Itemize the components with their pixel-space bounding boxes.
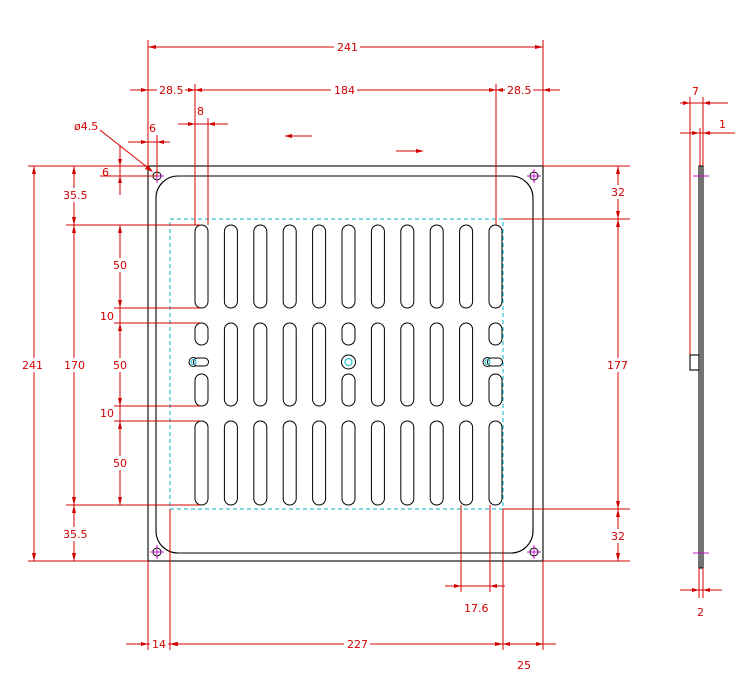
keyhole-slot xyxy=(487,357,503,367)
vent-slot xyxy=(341,420,356,506)
vent-slot xyxy=(488,420,503,506)
vent-slot xyxy=(312,322,327,407)
vent-slot xyxy=(400,322,415,407)
vent-slot xyxy=(429,224,444,309)
vent-slot xyxy=(400,420,415,506)
dim-side-7: 7 xyxy=(692,85,699,98)
dim-hole-offset-y: 6 xyxy=(102,166,109,179)
dim-overall-width: 241 xyxy=(337,41,358,54)
keyhole-center xyxy=(344,358,353,366)
dim-hole-offset-x: 6 xyxy=(149,122,156,135)
vent-slot xyxy=(194,373,209,407)
vent-slot xyxy=(400,224,415,309)
vent-slot xyxy=(253,322,268,407)
dim-slot-span: 184 xyxy=(334,84,355,97)
slot-field-boundary xyxy=(169,218,504,510)
slot-group xyxy=(194,224,503,506)
vent-slot xyxy=(370,322,385,407)
dim-left-margin: 28.5 xyxy=(159,84,184,97)
vent-slot xyxy=(341,373,356,407)
vent-slot xyxy=(223,322,238,407)
vent-slot xyxy=(312,420,327,506)
vent-slot xyxy=(194,322,209,346)
vent-slot xyxy=(282,322,297,407)
vent-slot xyxy=(459,224,474,309)
dim-side-1: 1 xyxy=(719,118,726,131)
dim-bottom-width: 227 xyxy=(347,638,368,651)
vent-slot xyxy=(429,322,444,407)
dim-right-margin: 28.5 xyxy=(507,84,532,97)
vent-slot xyxy=(341,224,356,309)
vent-slot xyxy=(459,420,474,506)
keyhole-center xyxy=(190,359,197,365)
vent-slot xyxy=(488,373,503,407)
dim-top-margin: 35.5 xyxy=(63,189,88,202)
vent-slot xyxy=(223,224,238,309)
keyhole xyxy=(341,354,356,370)
keyhole-group xyxy=(188,354,503,370)
dim-slot-length-bottom: 50 xyxy=(113,457,127,470)
dim-slot-length-middle: 50 xyxy=(113,359,127,372)
vent-slot xyxy=(459,322,474,407)
dim-bottom-margin: 35.5 xyxy=(63,528,88,541)
vent-slot xyxy=(194,224,209,309)
keyhole-slot xyxy=(193,357,209,367)
top-dimensions: 241 28.5 184 28.5 8 6 ø4.5 xyxy=(74,40,560,225)
dim-bottom-right-offset: 25 xyxy=(517,659,531,672)
dim-overall-height: 241 xyxy=(22,359,43,372)
vent-slot xyxy=(194,420,209,506)
vent-slot xyxy=(282,420,297,506)
vent-slot xyxy=(370,224,385,309)
vent-slot xyxy=(341,322,356,346)
dim-right-top-margin: 32 xyxy=(611,186,625,199)
dim-slot-length-top: 50 xyxy=(113,259,127,272)
dim-right-field-height: 177 xyxy=(607,359,628,372)
keyhole-center xyxy=(484,359,491,365)
plate-outline xyxy=(147,165,544,562)
dim-slot-pitch: 17.6 xyxy=(464,602,489,615)
vent-slot xyxy=(253,420,268,506)
vent-slot xyxy=(429,420,444,506)
front-view xyxy=(147,165,544,562)
side-view: 7 1 2 xyxy=(680,85,735,619)
dim-slot-width: 8 xyxy=(197,105,204,118)
left-dimensions: 241 35.5 170 35.5 6 50 10 50 10 xyxy=(18,145,200,562)
vent-slot xyxy=(282,224,297,309)
dim-gap-top: 10 xyxy=(100,310,114,323)
right-dimensions: 32 177 32 xyxy=(503,165,634,562)
vent-slot xyxy=(488,322,503,346)
side-tab xyxy=(689,354,700,371)
dim-side-2: 2 xyxy=(697,606,704,619)
vent-slot xyxy=(223,420,238,506)
plate-inner-outline xyxy=(155,175,534,554)
vent-slot xyxy=(488,224,503,309)
dim-slot-field-height: 170 xyxy=(64,359,85,372)
vent-slot xyxy=(370,420,385,506)
dim-right-bottom-margin: 32 xyxy=(611,530,625,543)
dim-gap-bottom: 10 xyxy=(100,407,114,420)
bottom-dimensions: 17.6 14 227 25 xyxy=(126,505,556,672)
vent-slot xyxy=(253,224,268,309)
dim-bottom-left-offset: 14 xyxy=(152,638,166,651)
dim-hole-diameter: ø4.5 xyxy=(74,120,98,133)
vent-slot xyxy=(312,224,327,309)
